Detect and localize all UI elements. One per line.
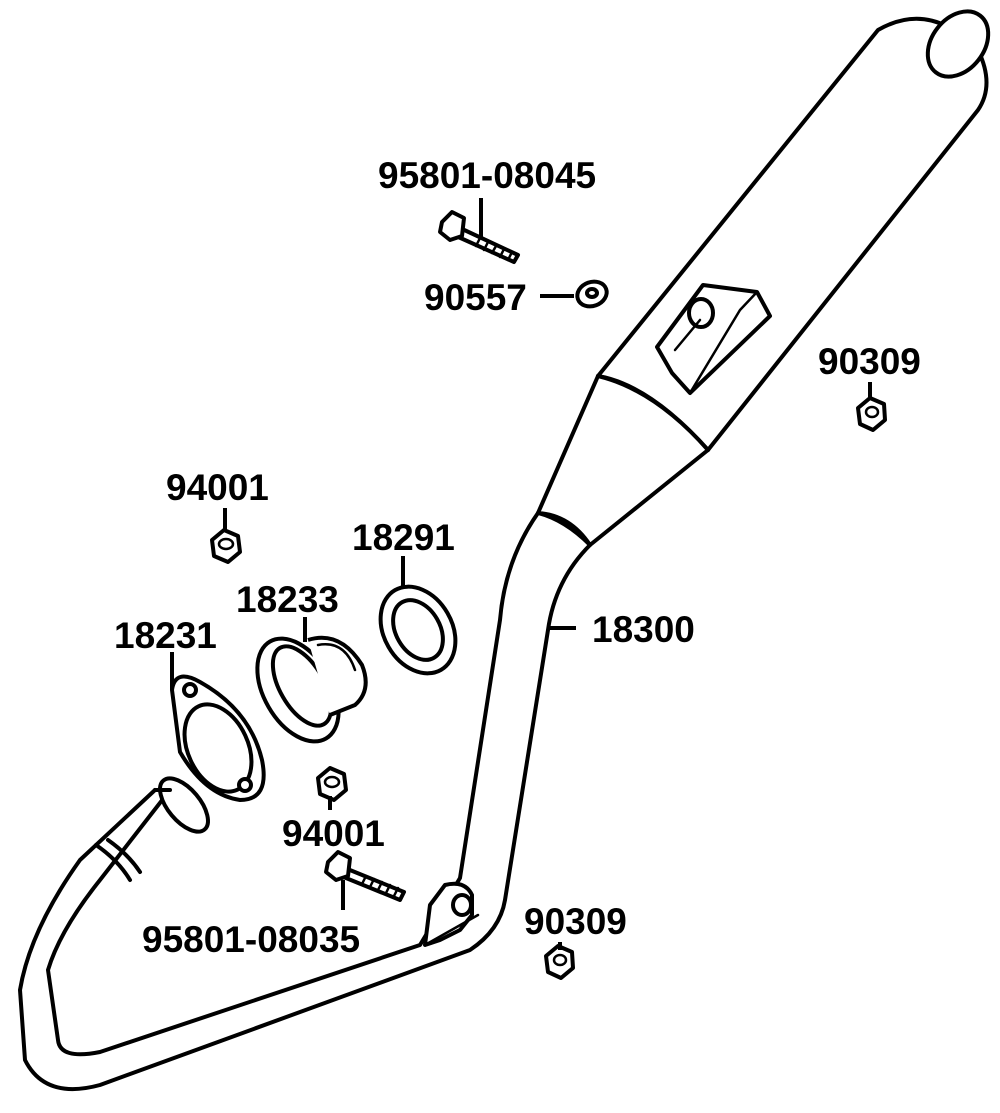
label-nut-94001-top: 94001 (166, 467, 269, 508)
leader-lines (170, 198, 872, 950)
label-nut-94001-bottom: 94001 (282, 813, 385, 854)
label-exhaust-pipe: 18300 (592, 609, 695, 650)
collar (255, 635, 368, 744)
washer (575, 279, 609, 309)
label-flange: 18231 (114, 615, 217, 656)
label-nut-90309-top: 90309 (818, 341, 921, 382)
muffler-bracket (655, 283, 772, 395)
nut-94001-bottom (316, 766, 348, 802)
label-gasket-ring: 18291 (352, 517, 455, 558)
bolt-top (438, 210, 520, 264)
nut-90309-top (856, 396, 887, 432)
nut-90309-bottom (544, 944, 575, 980)
label-nut-90309-bottom: 90309 (524, 901, 627, 942)
bolt-bottom (324, 850, 406, 902)
exhaust-pipe (18, 511, 592, 1092)
nut-94001-top (210, 528, 242, 564)
label-washer: 90557 (424, 277, 527, 318)
flange (170, 674, 266, 802)
label-collar: 18233 (236, 579, 339, 620)
label-bolt-bottom: 95801-08035 (142, 919, 360, 960)
muffler (536, 9, 991, 547)
gasket-ring (378, 584, 458, 676)
label-bolt-top: 95801-08045 (378, 155, 596, 196)
